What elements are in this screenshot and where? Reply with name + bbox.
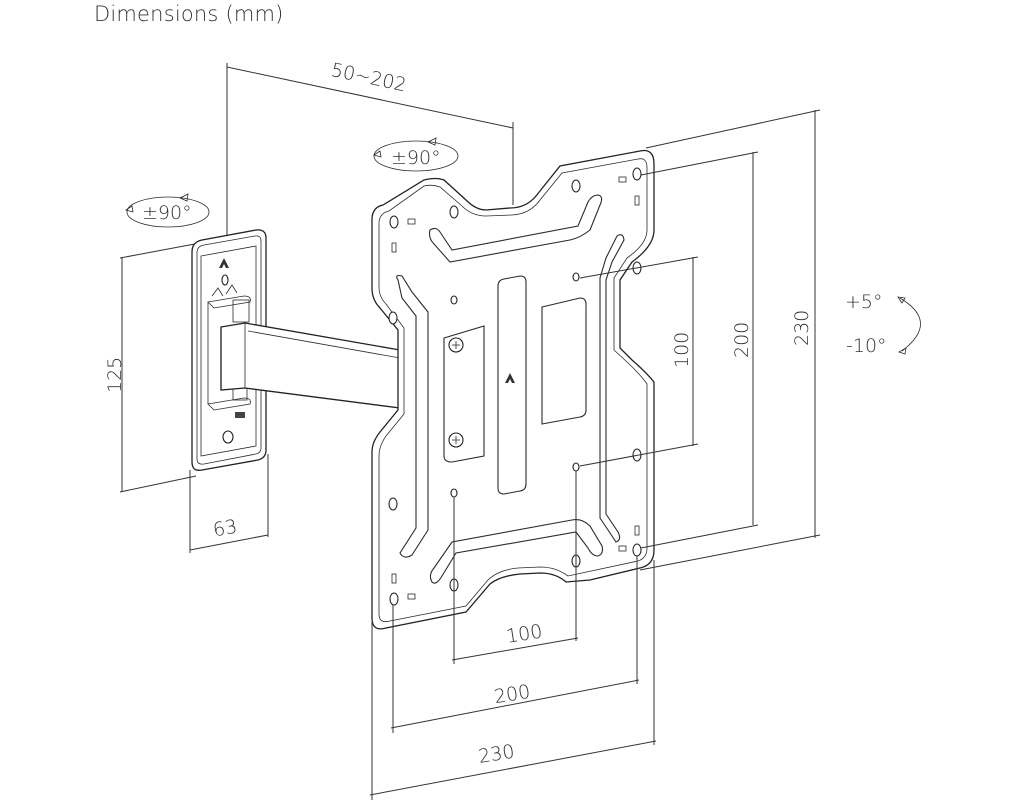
rotation-arrow-icon (373, 150, 382, 158)
wall-swivel-indicator: ±90° (125, 193, 210, 228)
tilt-arrow-icon (899, 297, 921, 352)
plate-width-label: 230 (477, 741, 516, 768)
brand-logo-icon (505, 373, 515, 383)
tilt-down-label: -10° (846, 335, 887, 357)
tv-rotation-label: ±90° (391, 147, 441, 169)
vesa-horizontal-100-label: 100 (505, 620, 544, 647)
brand-logo-icon (219, 258, 229, 268)
vesa-vertical-100-label: 100 (671, 332, 693, 368)
vertical-dimensions: 100 200 230 (579, 109, 821, 571)
wall-plate-width-label: 63 (211, 516, 239, 542)
plate-height-label: 230 (791, 310, 813, 346)
tilt-indicator: +5° -10° (845, 291, 921, 357)
vesa-vertical-200-label: 200 (731, 322, 753, 358)
tv-rotation-indicator: ±90° (373, 137, 459, 172)
arm-extension-label: 50~202 (329, 59, 408, 96)
tilt-up-label: +5° (845, 291, 883, 313)
wall-plate-height-label: 125 (104, 357, 126, 393)
wall-plate: 125 63 (104, 229, 269, 553)
rotation-arrow-icon (125, 205, 134, 213)
diagram-title: Dimensions (mm) (94, 2, 284, 26)
wall-swivel-label: ±90° (142, 202, 192, 224)
tv-plate (371, 149, 655, 630)
vesa-horizontal-200-label: 200 (493, 681, 532, 708)
